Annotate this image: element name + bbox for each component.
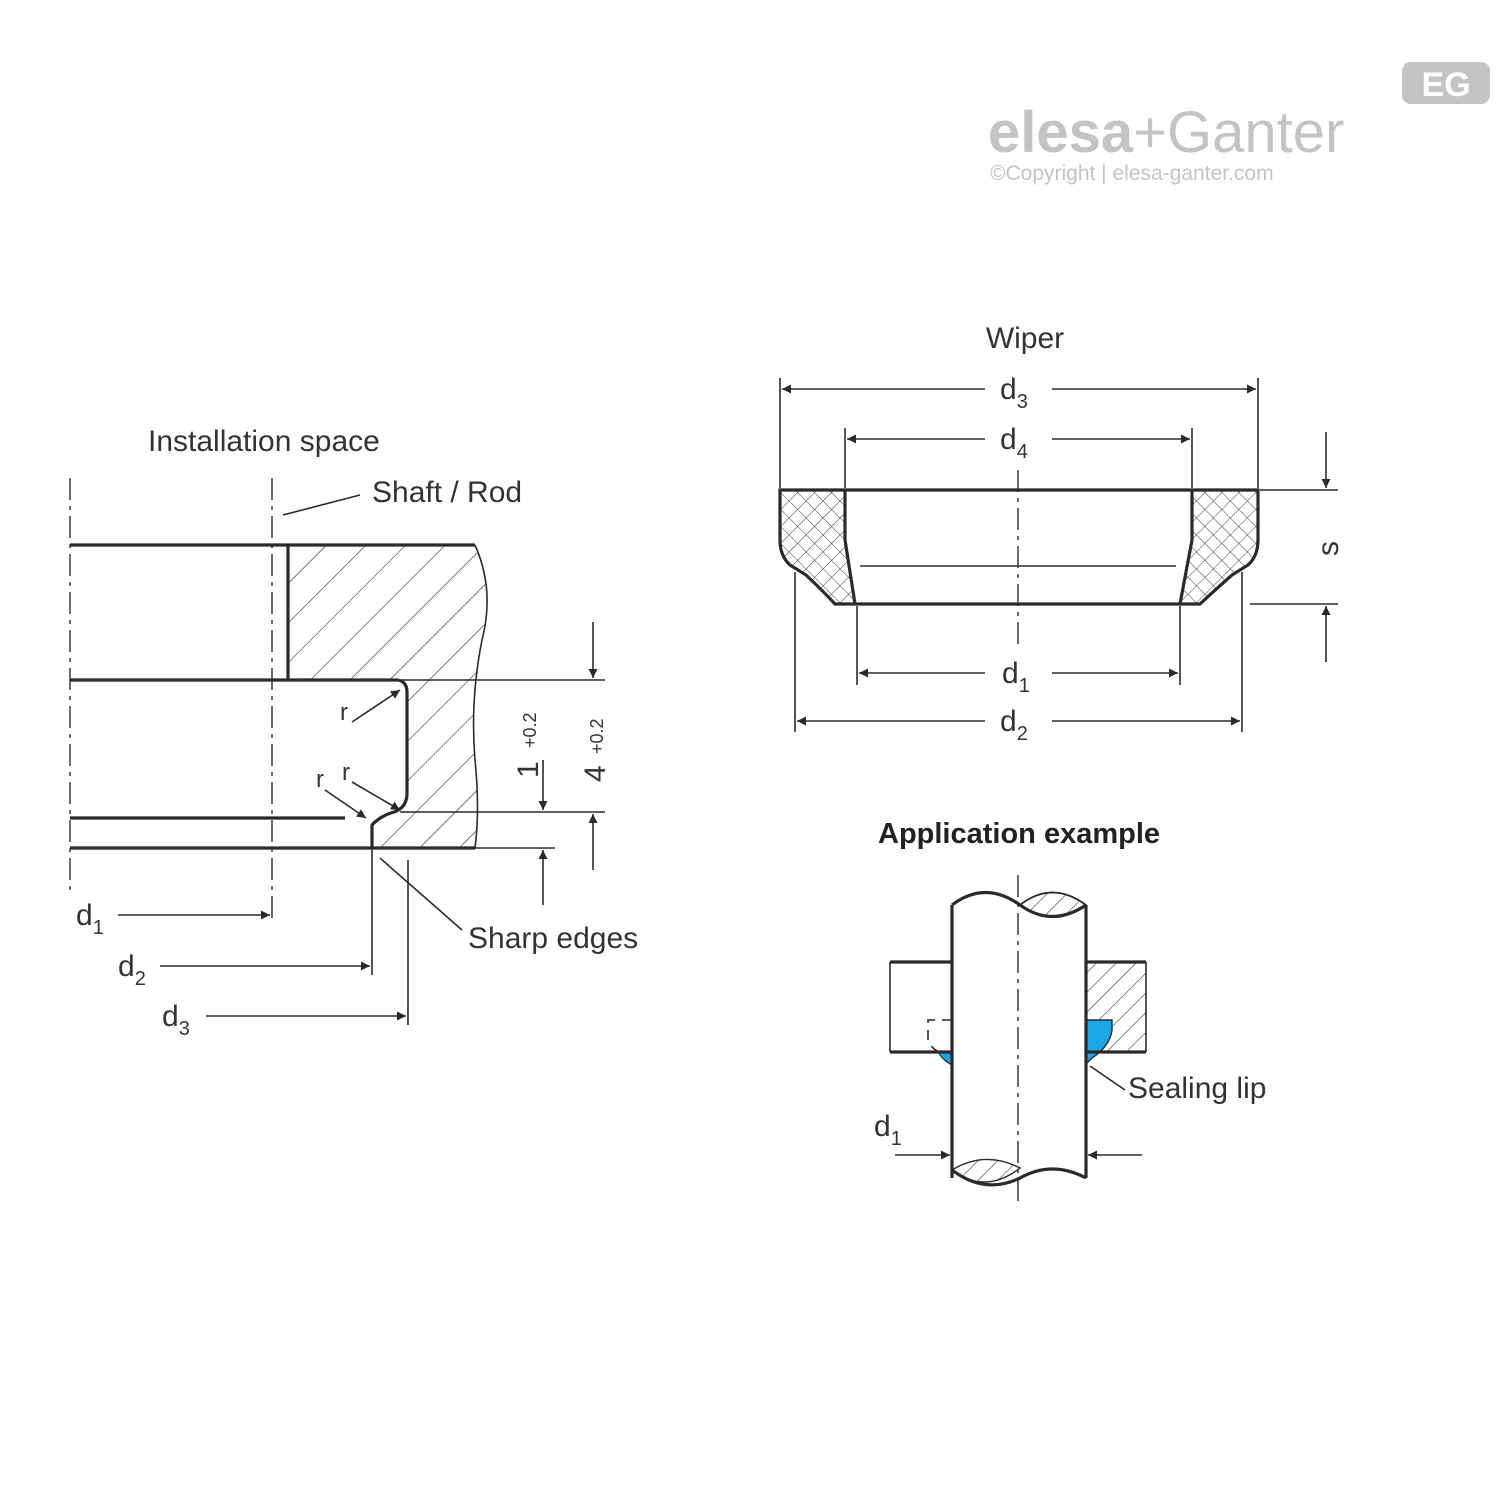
shaft-break-bottom <box>951 1167 1087 1187</box>
dim-4-value: 4 <box>579 765 612 782</box>
application-d1-label: d1 <box>874 1110 902 1150</box>
dim-1-tolerance: +0.2 <box>520 712 540 748</box>
wiper-d2-label: d2 <box>1000 705 1028 745</box>
installation-title: Installation space <box>148 425 380 458</box>
radius-label-2: r <box>316 766 324 793</box>
shaft-rod-label: Shaft / Rod <box>372 476 522 509</box>
installation-space-drawing: Installation space Shaft / Rod r r r 1 +… <box>69 425 638 1040</box>
sharp-edges-label: Sharp edges <box>468 922 638 955</box>
logo-copyright: ©Copyright | elesa-ganter.com <box>990 162 1274 185</box>
wiper-outline <box>778 488 1260 606</box>
wiper-drawing: Wiper d3 d4 d1 d2 <box>778 322 1345 745</box>
wiper-d4-label: d4 <box>1000 423 1028 463</box>
wiper-profile-right <box>1180 490 1258 604</box>
brand-logo: EG elesa+Ganter ©Copyright | elesa-gante… <box>988 62 1490 185</box>
install-d1-label: d1 <box>76 899 104 939</box>
application-title: Application example <box>878 818 1160 850</box>
install-d3-label: d3 <box>162 1000 190 1040</box>
shaft-leader <box>282 494 361 516</box>
logo-brand-right: Ganter <box>1167 100 1344 165</box>
sealing-lip-label: Sealing lip <box>1128 1072 1266 1105</box>
groove-outline <box>370 678 409 848</box>
sealing-lip-seal <box>1085 1019 1113 1066</box>
logo-plus: + <box>1133 100 1167 165</box>
dim-4-tolerance: +0.2 <box>587 718 607 754</box>
housing-break-line <box>472 544 488 849</box>
logo-badge-text: EG <box>1421 66 1470 104</box>
wiper-profile-left <box>780 490 855 604</box>
housing-section <box>288 545 488 848</box>
dim-1-value: 1 <box>512 761 545 778</box>
shaft-break-bottom-hatch <box>950 1158 1022 1183</box>
logo-brand-left: elesa <box>988 100 1134 165</box>
wiper-d1-label: d1 <box>1002 657 1030 697</box>
wiper-d3-label: d3 <box>1000 373 1028 413</box>
shaft-break-top-hatch <box>1018 891 1088 918</box>
application-example-drawing: Application example Sealing lip d1 <box>874 818 1266 1205</box>
radius-label-3: r <box>342 759 350 786</box>
logo-badge-box <box>1402 62 1490 104</box>
logo-text: elesa+Ganter <box>988 100 1344 165</box>
install-d2-label: d2 <box>118 950 146 990</box>
radius-label-1: r <box>340 699 348 726</box>
wiper-title: Wiper <box>986 322 1064 355</box>
wiper-s-label: s <box>1312 541 1345 556</box>
